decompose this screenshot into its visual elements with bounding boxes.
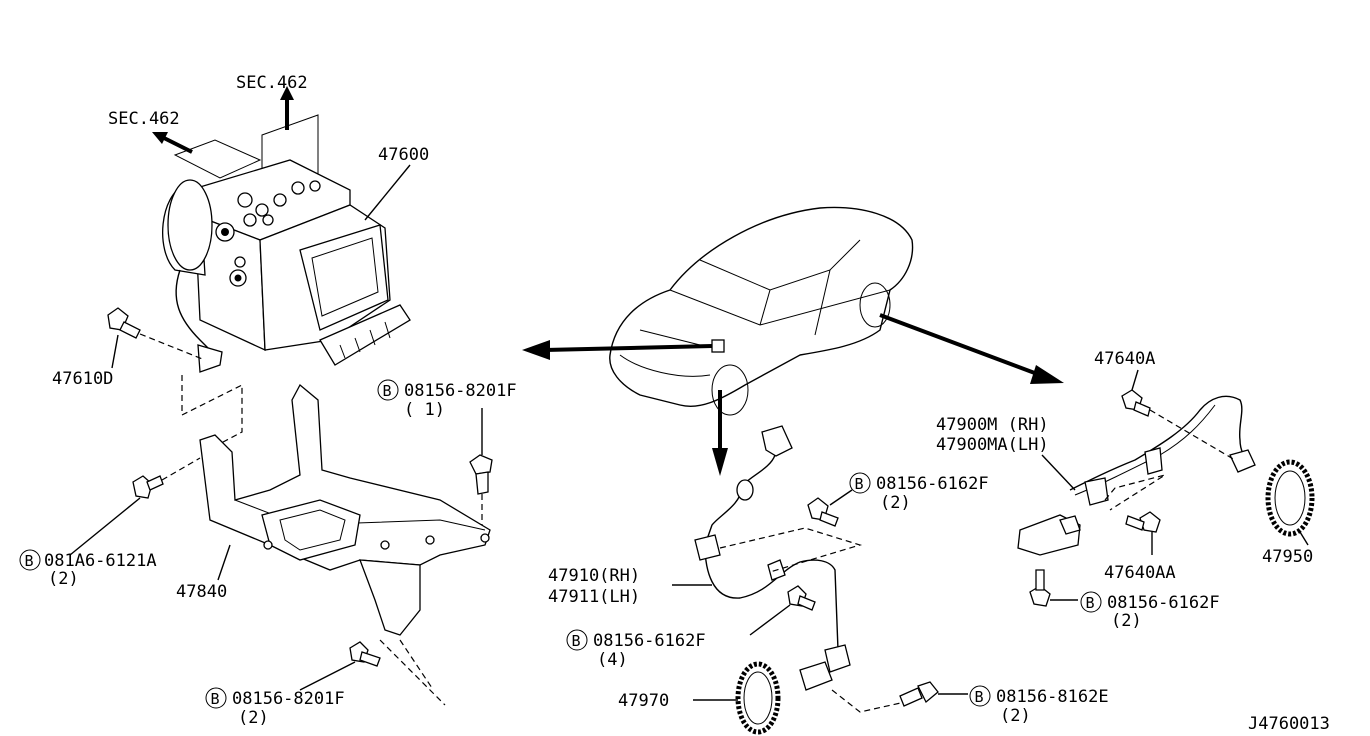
bolt-081a6-6121a: B 081A6-6121A (2)	[19, 457, 201, 589]
bolt-08156-6162f-rear: B 08156-6162F (2)	[1029, 569, 1220, 631]
bolt-081a6-qty: (2)	[48, 569, 79, 589]
bolt-8201f-bottom-symbol: B	[211, 690, 220, 708]
bolt-081a6-symbol: B	[25, 552, 34, 570]
bolt-08156-6162f-front-a: B 08156-6162F (2)	[807, 472, 989, 527]
front-sensor-rh-label: 47910(RH)	[548, 566, 640, 586]
actuator-bolt-label: 47610D	[52, 369, 113, 389]
bolt-08156-8201f-top: B 08156-8201F ( 1)	[377, 379, 517, 525]
section-label-top: SEC.462	[236, 73, 308, 93]
bolt-rear-code: 08156-6162F	[1107, 593, 1220, 613]
front-wheel-sensor-assembly: 47910(RH) 47911(LH)	[548, 425, 906, 713]
abs-actuator-assembly: 47600	[162, 114, 429, 373]
bolt-08156-8201f-bottom: B 08156-8201F (2)	[205, 639, 446, 728]
bolt-front-c-code: 08156-8162E	[996, 687, 1109, 707]
bolt-rear-symbol: B	[1086, 594, 1095, 612]
rear-bolt-mid-label: 47640AA	[1104, 563, 1176, 583]
bolt-08156-6162f-front-b: B 08156-6162F (4)	[566, 585, 816, 670]
front-sensor-lh-label: 47911(LH)	[548, 587, 640, 607]
bolt-8201f-top-symbol: B	[383, 382, 392, 400]
bolt-8201f-top-qty: ( 1)	[404, 400, 445, 420]
front-sensor-rotor: 47970	[618, 661, 781, 735]
rear-sensor-lh-label: 47900MA(LH)	[936, 435, 1049, 455]
bolt-front-b-code: 08156-6162F	[593, 631, 706, 651]
bolt-front-a-symbol: B	[855, 475, 864, 493]
vehicle-outline	[609, 206, 914, 416]
section-reference-left: SEC.462	[108, 109, 193, 154]
rear-bolt-top-label: 47640A	[1094, 349, 1155, 369]
bolt-front-c-symbol: B	[975, 688, 984, 706]
abs-actuator-label: 47600	[378, 145, 429, 165]
section-reference-top: SEC.462	[236, 73, 308, 130]
bolt-front-c-qty: (2)	[1000, 706, 1031, 726]
bolt-8201f-top-code: 08156-8201F	[404, 381, 517, 401]
bolt-front-b-qty: (4)	[597, 650, 628, 670]
bolt-front-a-code: 08156-6162F	[876, 474, 989, 494]
rear-rotor-label: 47950	[1262, 547, 1313, 567]
bolt-08156-8162e-front-c: B 08156-8162E (2)	[899, 681, 1109, 726]
front-rotor-label: 47970	[618, 691, 669, 711]
bolt-front-a-qty: (2)	[880, 493, 911, 513]
rear-bolt-47640aa: 47640AA	[1104, 511, 1176, 583]
bolt-front-b-symbol: B	[572, 632, 581, 650]
section-label-left: SEC.462	[108, 109, 180, 129]
rear-sensor-rh-label: 47900M (RH)	[936, 415, 1049, 435]
bracket-label: 47840	[176, 582, 227, 602]
bracket-assembly: 47840	[176, 383, 491, 636]
bolt-081a6-code: 081A6-6121A	[44, 551, 157, 571]
callout-arrows	[522, 313, 1064, 476]
rear-wheel-sensor-assembly: 47900M (RH) 47900MA(LH)	[936, 395, 1256, 556]
rear-sensor-rotor: 47950	[1262, 459, 1315, 567]
bolt-rear-qty: (2)	[1111, 611, 1142, 631]
bolt-8201f-bottom-code: 08156-8201F	[232, 689, 345, 709]
bolt-8201f-bottom-qty: (2)	[238, 708, 269, 728]
rear-bolt-47640a: 47640A	[1094, 349, 1155, 417]
actuator-bolt-47610d: 47610D	[52, 307, 206, 389]
diagram-id: J4760013	[1248, 714, 1330, 734]
